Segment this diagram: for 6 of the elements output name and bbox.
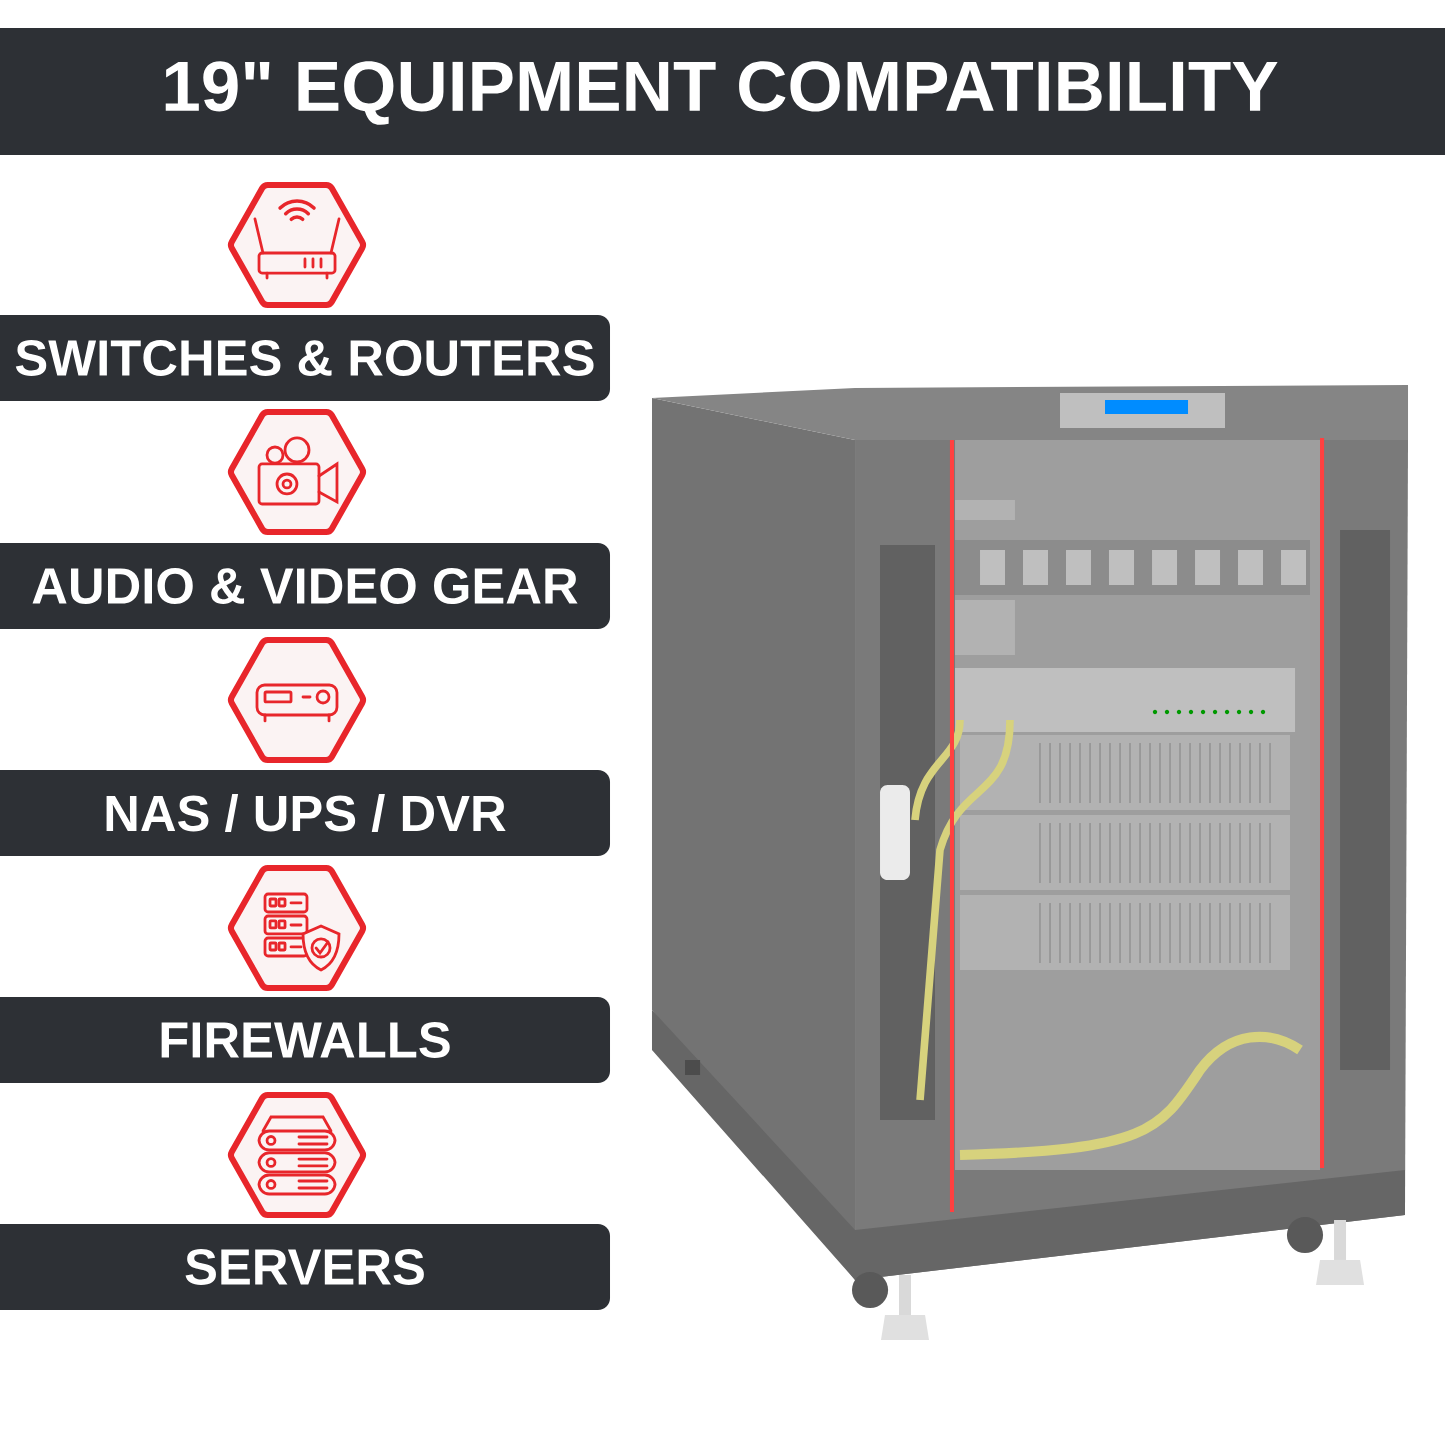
category-banner: SWITCHES & ROUTERS [0, 315, 610, 401]
category-banner: AUDIO & VIDEO GEAR [0, 543, 610, 629]
category-banner: SERVERS [0, 1224, 610, 1310]
category-banner: NAS / UPS / DVR [0, 769, 610, 856]
title-bar: 19" EQUIPMENT COMPATIBILITY [0, 28, 1445, 155]
category-banner: FIREWALLS [0, 997, 610, 1084]
